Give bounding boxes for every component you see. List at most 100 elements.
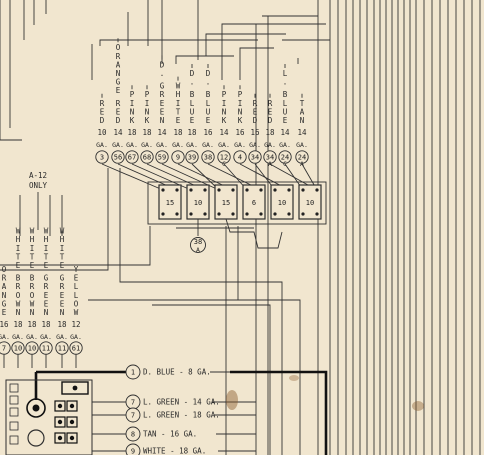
- wire-color-label-char: U: [283, 107, 288, 116]
- pin-socket: [66, 432, 78, 444]
- fuse-terminal: [203, 212, 207, 216]
- left-wire-color-label-char: H: [44, 235, 49, 244]
- left-wire-number-label: 7: [2, 345, 6, 353]
- harness-wire: [99, 39, 258, 46]
- wire-color-label-char: .: [283, 78, 288, 87]
- left-wire-color-label-char: W: [60, 227, 65, 236]
- wire-gauge-label: 18: [127, 128, 137, 137]
- callout-number: 9: [131, 448, 135, 455]
- fuse-holder: [186, 184, 210, 220]
- left-wire-color-label-char: E: [44, 299, 49, 308]
- pin-socket: [54, 416, 66, 428]
- left-wire-number-circle: [25, 341, 39, 355]
- callout-label: L. GREEN - 18 GA.: [143, 411, 220, 420]
- wire-color-label-char: N: [130, 107, 135, 116]
- wire-color-label-char: L: [283, 69, 288, 78]
- wire-color-label-char: D: [268, 116, 273, 125]
- left-wire-color-label-char: O: [16, 291, 21, 300]
- left-wire-ga-label: GA.: [40, 333, 52, 341]
- a12-label: ONLY: [29, 181, 48, 190]
- left-wire-color-label-char: E: [2, 308, 7, 317]
- wire-gauge-label: 18: [187, 128, 197, 137]
- callout-number: 7: [131, 399, 135, 407]
- wire-number-label: 67: [128, 154, 136, 162]
- wire-gauge-label: 14: [297, 128, 307, 137]
- callout-number-circle: [125, 407, 141, 423]
- left-wire-color-label-char: G: [60, 274, 65, 283]
- fuse-terminal: [315, 212, 319, 216]
- wire-color-label-char: T: [300, 99, 305, 108]
- paper-stain: [226, 390, 238, 410]
- left-wire-color-label-char: L: [74, 282, 79, 291]
- wire-color-label-char: E: [100, 107, 105, 116]
- left-wire-ga-label: GA.: [70, 333, 82, 341]
- wire-color-label-char: E: [160, 99, 165, 108]
- wire-gauge-label: 18: [173, 128, 183, 137]
- left-wire-number-label: 10: [14, 345, 22, 353]
- pin-contact: [57, 435, 63, 441]
- left-wire-color-label-char: N: [30, 308, 35, 317]
- fuse-terminal: [175, 212, 179, 216]
- left-wire-color-label-char: W: [74, 308, 79, 317]
- wire-color-label-char: I: [130, 99, 135, 108]
- left-wire-color-label-char: T: [30, 252, 35, 261]
- wire-color-label-char: E: [283, 116, 288, 125]
- wire-ga-label: GA.: [172, 141, 184, 149]
- fuse-terminal: [287, 212, 291, 216]
- fuse-holder: [214, 184, 238, 220]
- wire-color-label-char: P: [145, 90, 150, 99]
- wire-color-label-char: K: [238, 116, 243, 125]
- fuse-terminal: [203, 188, 207, 192]
- left-wire-gauge-label: 18: [57, 320, 67, 329]
- fuse-terminal: [245, 212, 249, 216]
- harness-wire: [0, 0, 22, 141]
- fuse-terminal: [161, 212, 165, 216]
- harness-wire: [205, 33, 286, 56]
- pin-socket: [66, 416, 78, 428]
- left-wire-color-label-char: R: [44, 282, 49, 291]
- wire-gauge-label: 16: [235, 128, 245, 137]
- wire-gauge-label: 18: [142, 128, 152, 137]
- connector-body: [5, 379, 93, 455]
- wire-color-label-char: D: [206, 69, 211, 78]
- left-wire-color-label-char: W: [44, 227, 49, 236]
- fuse-rating-label: 10: [306, 199, 314, 207]
- wire-color-label-char: U: [190, 107, 195, 116]
- wire-color-label-char: L: [190, 99, 195, 108]
- wire-color-label-char: A: [300, 107, 305, 116]
- wire-number-circle: [248, 150, 262, 164]
- round-terminal: [27, 429, 45, 447]
- left-wire-color-label-char: I: [60, 244, 65, 253]
- wire-number-label: 59: [158, 154, 166, 162]
- harness-wire: [152, 304, 271, 455]
- left-wire-color-label-char: W: [16, 227, 21, 236]
- left-wire-color-label-char: O: [74, 299, 79, 308]
- ground-number-circle: [190, 237, 206, 253]
- left-wire-gauge-label: 18: [27, 320, 37, 329]
- wire-color-label-char: L: [206, 99, 211, 108]
- wire-ga-label: GA.: [218, 141, 230, 149]
- wire-ga-label: GA.: [112, 141, 124, 149]
- fuse-terminal: [245, 188, 249, 192]
- ground-number-label: 38: [194, 238, 202, 246]
- a12-label: A-12: [29, 171, 47, 180]
- wire-number-label: 56: [114, 154, 122, 162]
- left-wire-color-label-char: G: [2, 299, 7, 308]
- terminal-block: [61, 381, 89, 395]
- wire-color-label: RED: [100, 99, 105, 125]
- fuse-terminal: [301, 188, 305, 192]
- wire-gauge-label: 14: [280, 128, 290, 137]
- callout-number: 8: [131, 431, 135, 439]
- left-wire-color-label-char: O: [2, 265, 7, 274]
- fuse-terminal: [161, 188, 165, 192]
- left-wire-color-label-char: E: [44, 261, 49, 270]
- wire-color-label-char: D: [160, 60, 165, 69]
